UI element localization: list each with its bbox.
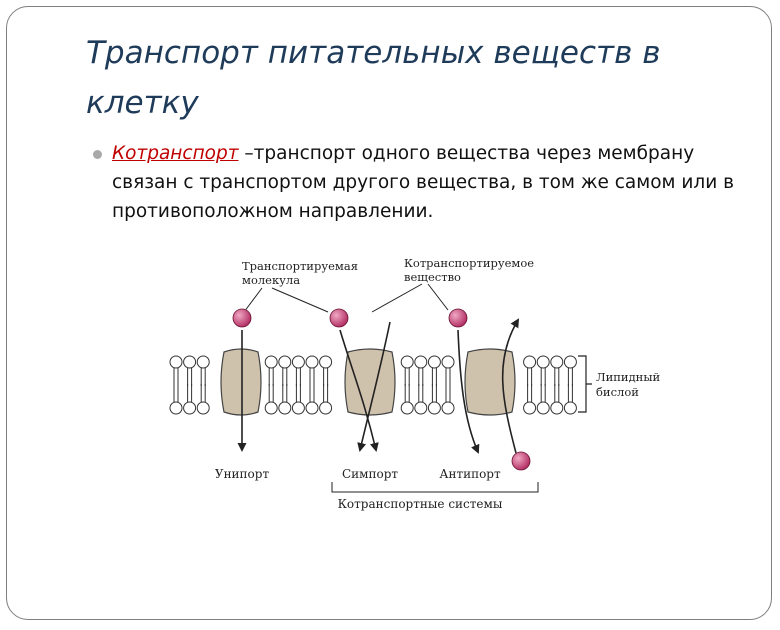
phospholipid — [563, 384, 577, 415]
phospholipid — [291, 355, 305, 386]
symport-channel — [344, 348, 396, 416]
molecule-symport-a — [329, 308, 349, 328]
antiport-arrow-in — [457, 329, 480, 454]
symport-arrow-1 — [339, 329, 379, 452]
phospholipid — [169, 355, 183, 386]
phospholipid — [264, 355, 278, 386]
label-transported-molecule: Транспортируемая — [242, 259, 358, 273]
phospholipid — [278, 355, 292, 386]
phospholipid — [427, 355, 441, 386]
phospholipid — [305, 384, 319, 415]
label-symport: Симпорт — [342, 467, 398, 481]
label-cotransported-substance-2: вещество — [404, 270, 461, 284]
membrane-transport-diagram: Транспортируемая молекула Котранспортиру… — [160, 250, 680, 520]
phospholipid — [523, 355, 537, 386]
phospholipid — [278, 384, 292, 415]
uniport-channel — [220, 348, 262, 416]
label-lipid-bilayer: Липидный — [596, 370, 660, 384]
phospholipid — [400, 384, 414, 415]
slide-title: Транспорт питательных веществ в клетку — [86, 35, 661, 121]
phospholipid — [196, 384, 210, 415]
phospholipid — [550, 384, 564, 415]
phospholipid — [183, 355, 197, 386]
term-cotransport: Котранспорт — [112, 143, 239, 164]
label-transported-molecule-2: молекула — [242, 273, 300, 287]
phospholipid — [169, 384, 183, 415]
molecule-antiport-a — [448, 308, 468, 328]
bilayer-bracket — [578, 355, 592, 413]
cotransport-bracket — [331, 482, 539, 493]
phospholipid — [550, 355, 564, 386]
label-cotransported-substance: Котранспортируемое — [404, 256, 534, 270]
phospholipid — [196, 355, 210, 386]
phospholipid — [427, 384, 441, 415]
phospholipid — [305, 355, 319, 386]
phospholipid — [183, 384, 197, 415]
phospholipid — [523, 384, 537, 415]
phospholipid — [563, 355, 577, 386]
label-lipid-bilayer-2: бислой — [596, 385, 639, 399]
symport-arrow-2 — [357, 321, 391, 452]
bullet-text: Котранспорт –транспорт одного вещества ч… — [112, 139, 752, 226]
antiport-arrow-out — [501, 318, 520, 454]
definition-text: –транспорт одного вещества через мембран… — [112, 143, 735, 222]
lipid-bilayer — [169, 355, 577, 415]
phospholipid — [319, 384, 333, 415]
antiport-channel — [464, 348, 516, 416]
phospholipid — [400, 355, 414, 386]
phospholipid — [441, 355, 455, 386]
phospholipid — [414, 355, 428, 386]
label-cotransport-systems: Котранспортные системы — [338, 497, 503, 511]
phospholipid — [264, 384, 278, 415]
phospholipid — [319, 355, 333, 386]
phospholipid — [441, 384, 455, 415]
slide-frame — [6, 6, 772, 620]
molecule-uniport — [232, 308, 252, 328]
phospholipid — [536, 384, 550, 415]
bullet-marker — [93, 150, 102, 159]
label-uniport: Унипорт — [215, 467, 270, 481]
label-pointer-lines — [243, 283, 449, 313]
phospholipid — [291, 384, 305, 415]
phospholipid — [536, 355, 550, 386]
molecule-antiport-b — [511, 451, 531, 471]
phospholipid — [414, 384, 428, 415]
label-antiport: Антипорт — [439, 467, 501, 481]
